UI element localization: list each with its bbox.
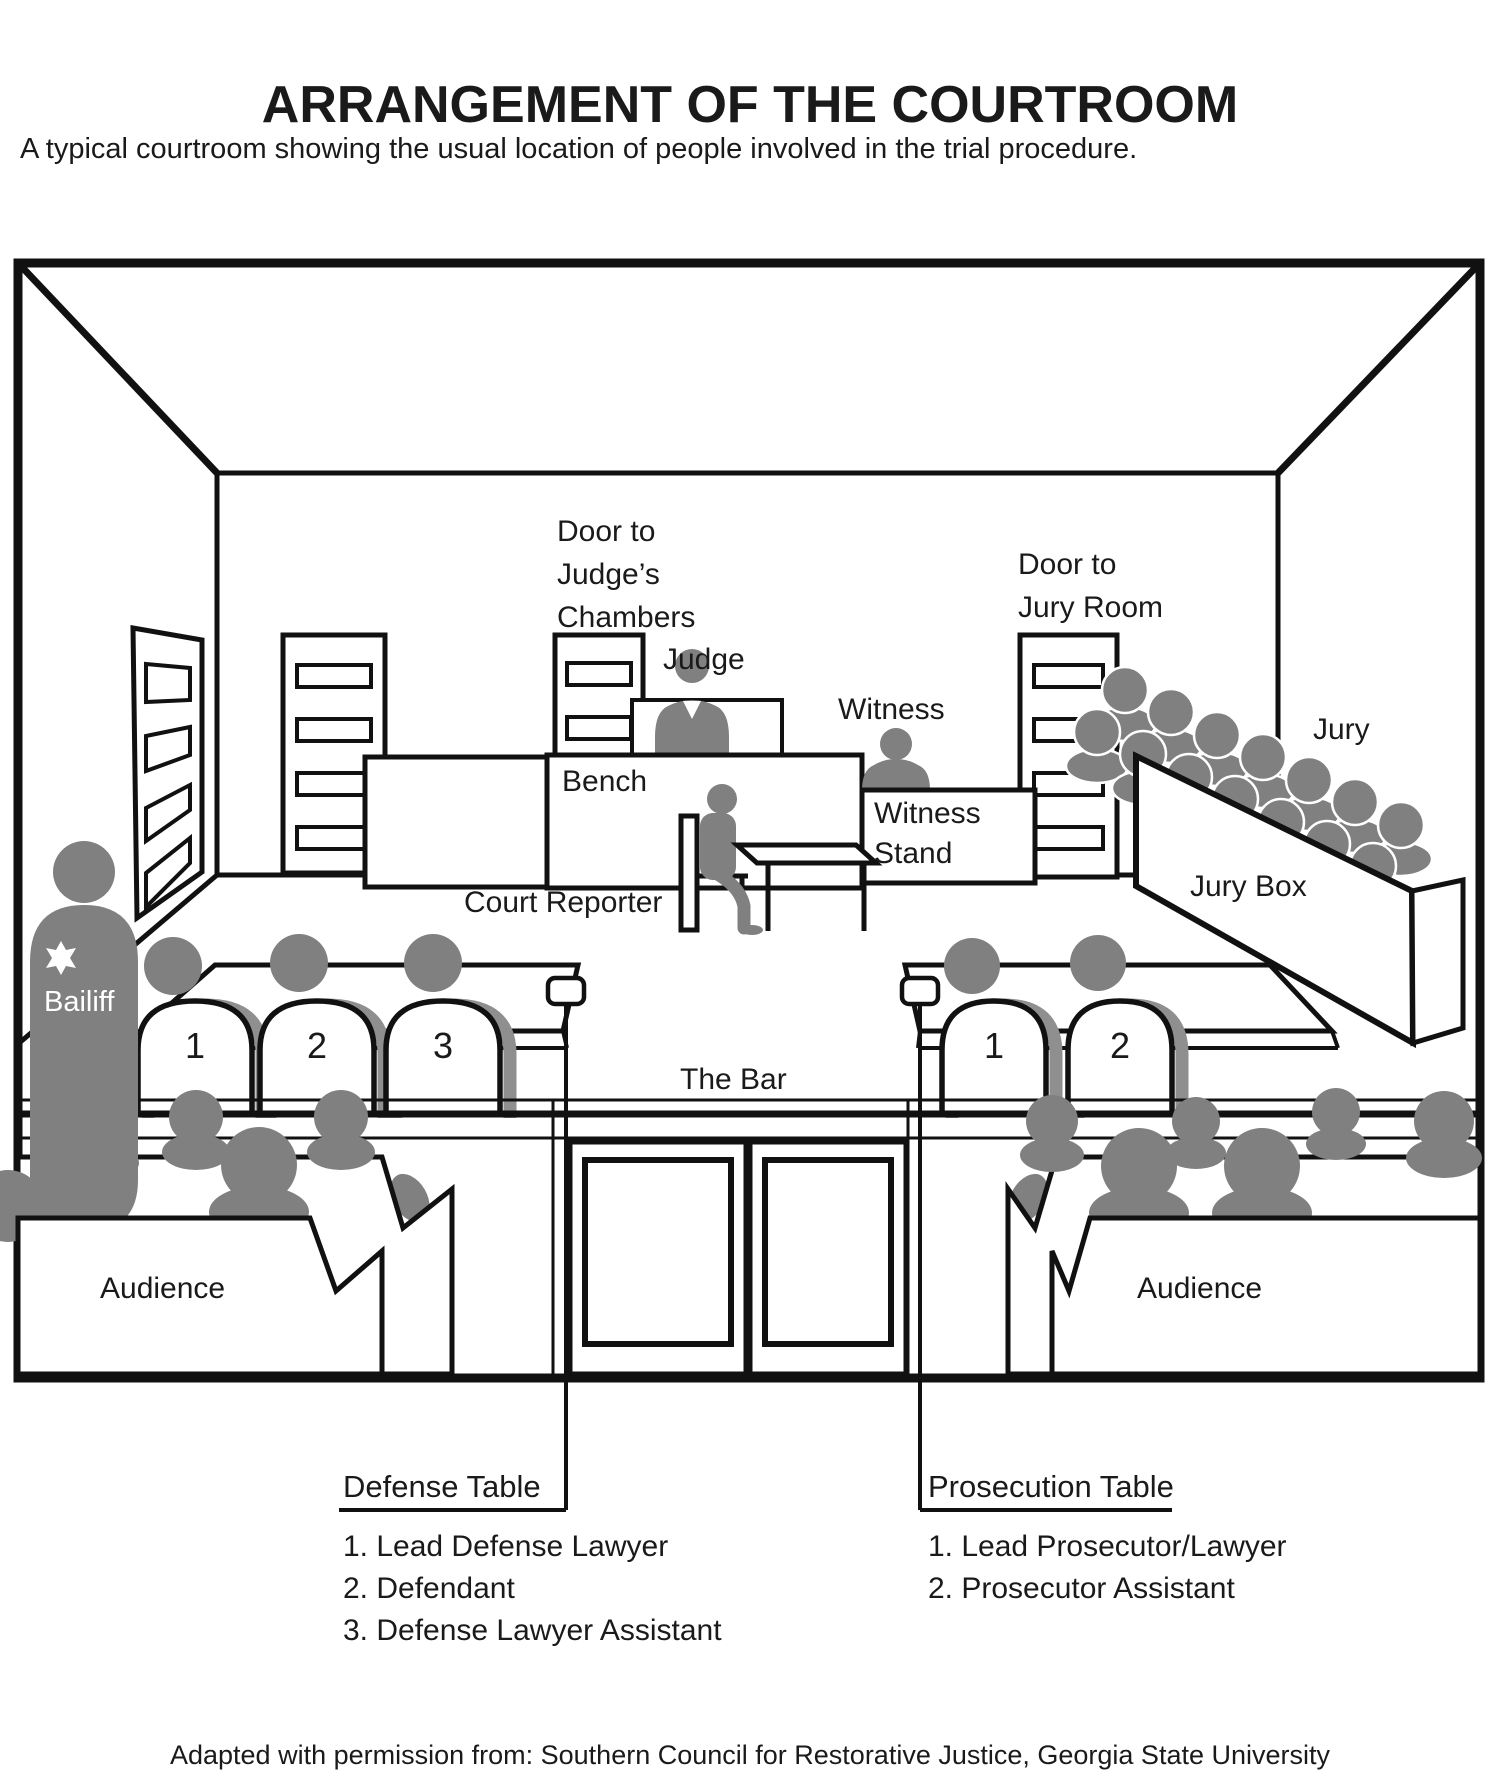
audience-pew-front-left: [15, 1215, 385, 1377]
label-audience-left: Audience: [100, 1272, 225, 1305]
credit-line: Adapted with permission from: Southern C…: [170, 1740, 1331, 1770]
label-door-jury-room-line1: Door to: [1018, 548, 1116, 581]
reporter-head: [707, 784, 737, 814]
back-wall: [214, 470, 1281, 875]
star-badge-icon: [46, 941, 76, 975]
prosecution-person-head: [944, 938, 1000, 994]
witness-stand: [859, 787, 1038, 886]
prosecution-chair-2: [1065, 998, 1175, 1114]
prosecution-chair-1: [939, 998, 1049, 1114]
door-judges-chambers: [552, 632, 646, 760]
page-title: ARRANGEMENT OF THE COURTROOM: [262, 76, 1238, 134]
label-jury: Jury: [1313, 713, 1370, 746]
prosecution-chair-number-2: 2: [1110, 1025, 1130, 1066]
ceiling-corner-left: [17, 262, 220, 476]
steno-table: [730, 842, 883, 866]
witness-figure: [862, 728, 930, 790]
label-door-jury-room-line2: Jury Room: [1018, 591, 1163, 624]
defense-person-head: [404, 934, 462, 992]
label-door-judges-chambers-line3: Chambers: [557, 601, 695, 634]
label-witness: Witness: [838, 693, 945, 726]
label-witness-stand-line1: Witness: [874, 797, 981, 830]
left-wall-door: [130, 625, 205, 923]
defense-chair-1: [135, 998, 255, 1114]
page-subtitle: A typical courtroom showing the usual lo…: [20, 133, 1137, 165]
reporter-chair: [678, 813, 700, 933]
legend-defense-item-2: 2. Defendant: [343, 1572, 515, 1605]
label-witness-stand-line2: Stand: [874, 837, 952, 870]
prosecution-chair-number-1: 1: [984, 1025, 1004, 1066]
legend-prosecution-title: Prosecution Table: [928, 1469, 1174, 1504]
legend-leader-lines: [339, 1004, 1172, 1512]
side-table: [362, 754, 550, 890]
label-bailiff: Bailiff: [44, 986, 115, 1018]
legend-defense-item-1: 1. Lead Defense Lawyer: [343, 1530, 668, 1563]
judge-figure: [655, 649, 729, 757]
label-bench: Bench: [562, 765, 647, 798]
jury-box: [1133, 751, 1466, 1049]
label-door-judges-chambers-line2: Judge’s: [557, 558, 660, 591]
label-court-reporter: Court Reporter: [464, 886, 662, 919]
reporter-body: [700, 813, 736, 880]
label-jury-box: Jury Box: [1190, 870, 1307, 903]
label-audience-right: Audience: [1137, 1272, 1262, 1305]
microphone-icon: [899, 975, 941, 1007]
defense-person-head: [144, 937, 202, 995]
defense-chair-number-3: 3: [433, 1025, 453, 1066]
ceiling-corner-right: [1275, 262, 1481, 476]
defense-chair-3: [383, 998, 503, 1114]
prosecution-person-head: [1070, 935, 1126, 991]
label-door-judges-chambers-line1: Door to: [557, 515, 655, 548]
defense-chair-number-1: 1: [185, 1025, 205, 1066]
audience-pew-front-right: [1049, 1215, 1483, 1377]
label-the-bar: The Bar: [680, 1063, 787, 1096]
label-judge: Judge: [663, 643, 745, 676]
defense-table: [133, 934, 587, 1118]
legend-prosecution-item-1: 1. Lead Prosecutor/Lawyer: [928, 1530, 1287, 1563]
defense-person-head: [270, 934, 328, 992]
legend-prosecution-item-2: 2. Prosecutor Assistant: [928, 1572, 1235, 1605]
bar-railing: [18, 1098, 1480, 1377]
defense-chair-number-2: 2: [307, 1025, 327, 1066]
legend-defense-item-3: 3. Defense Lawyer Assistant: [343, 1614, 722, 1647]
microphone-icon: [545, 975, 587, 1007]
legend-defense-title: Defense Table: [343, 1469, 541, 1504]
defense-chair-2: [257, 998, 377, 1114]
court-reporter: [678, 784, 883, 935]
